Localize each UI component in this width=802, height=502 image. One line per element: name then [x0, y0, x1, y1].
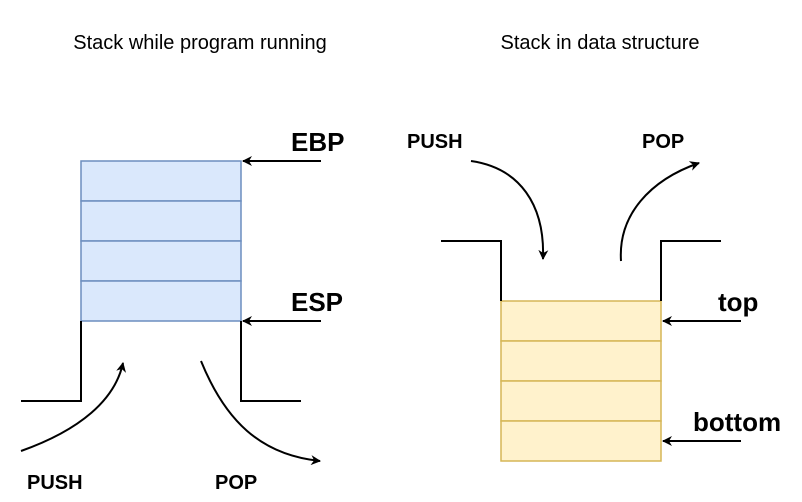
ebp-label: EBP	[291, 127, 344, 157]
bottom-label: bottom	[693, 407, 781, 437]
right-wall-left	[441, 240, 502, 301]
top-label: top	[718, 287, 758, 317]
right-stack-cell	[500, 300, 662, 342]
left-push-arrow	[20, 362, 126, 452]
left-stack-cell	[80, 200, 242, 242]
right-stack-cell	[500, 380, 662, 422]
right-push-label: PUSH	[407, 131, 463, 153]
right-stack-cell	[500, 420, 662, 462]
right-diagram: Stack in data structure PUSH POP top bot…	[407, 32, 781, 462]
left-wall-right	[240, 321, 301, 402]
left-stack-cell	[80, 160, 242, 202]
left-stack	[80, 160, 242, 322]
left-title: Stack while program running	[73, 32, 326, 54]
left-diagram: Stack while program running EBP ESP PUSH…	[20, 32, 344, 494]
right-stack-cell	[500, 340, 662, 382]
left-pop-arrow	[200, 360, 321, 466]
left-stack-cell	[80, 280, 242, 322]
left-wall-left	[21, 321, 82, 402]
left-stack-cell	[80, 240, 242, 282]
esp-label: ESP	[291, 287, 343, 317]
right-push-arrow	[470, 160, 549, 260]
right-stack	[500, 300, 662, 462]
left-pop-label: POP	[215, 472, 257, 494]
right-title: Stack in data structure	[501, 32, 700, 54]
right-wall-right	[660, 240, 721, 301]
right-pop-arrow	[619, 161, 700, 262]
left-push-label: PUSH	[27, 472, 83, 494]
right-pop-label: POP	[642, 131, 684, 153]
